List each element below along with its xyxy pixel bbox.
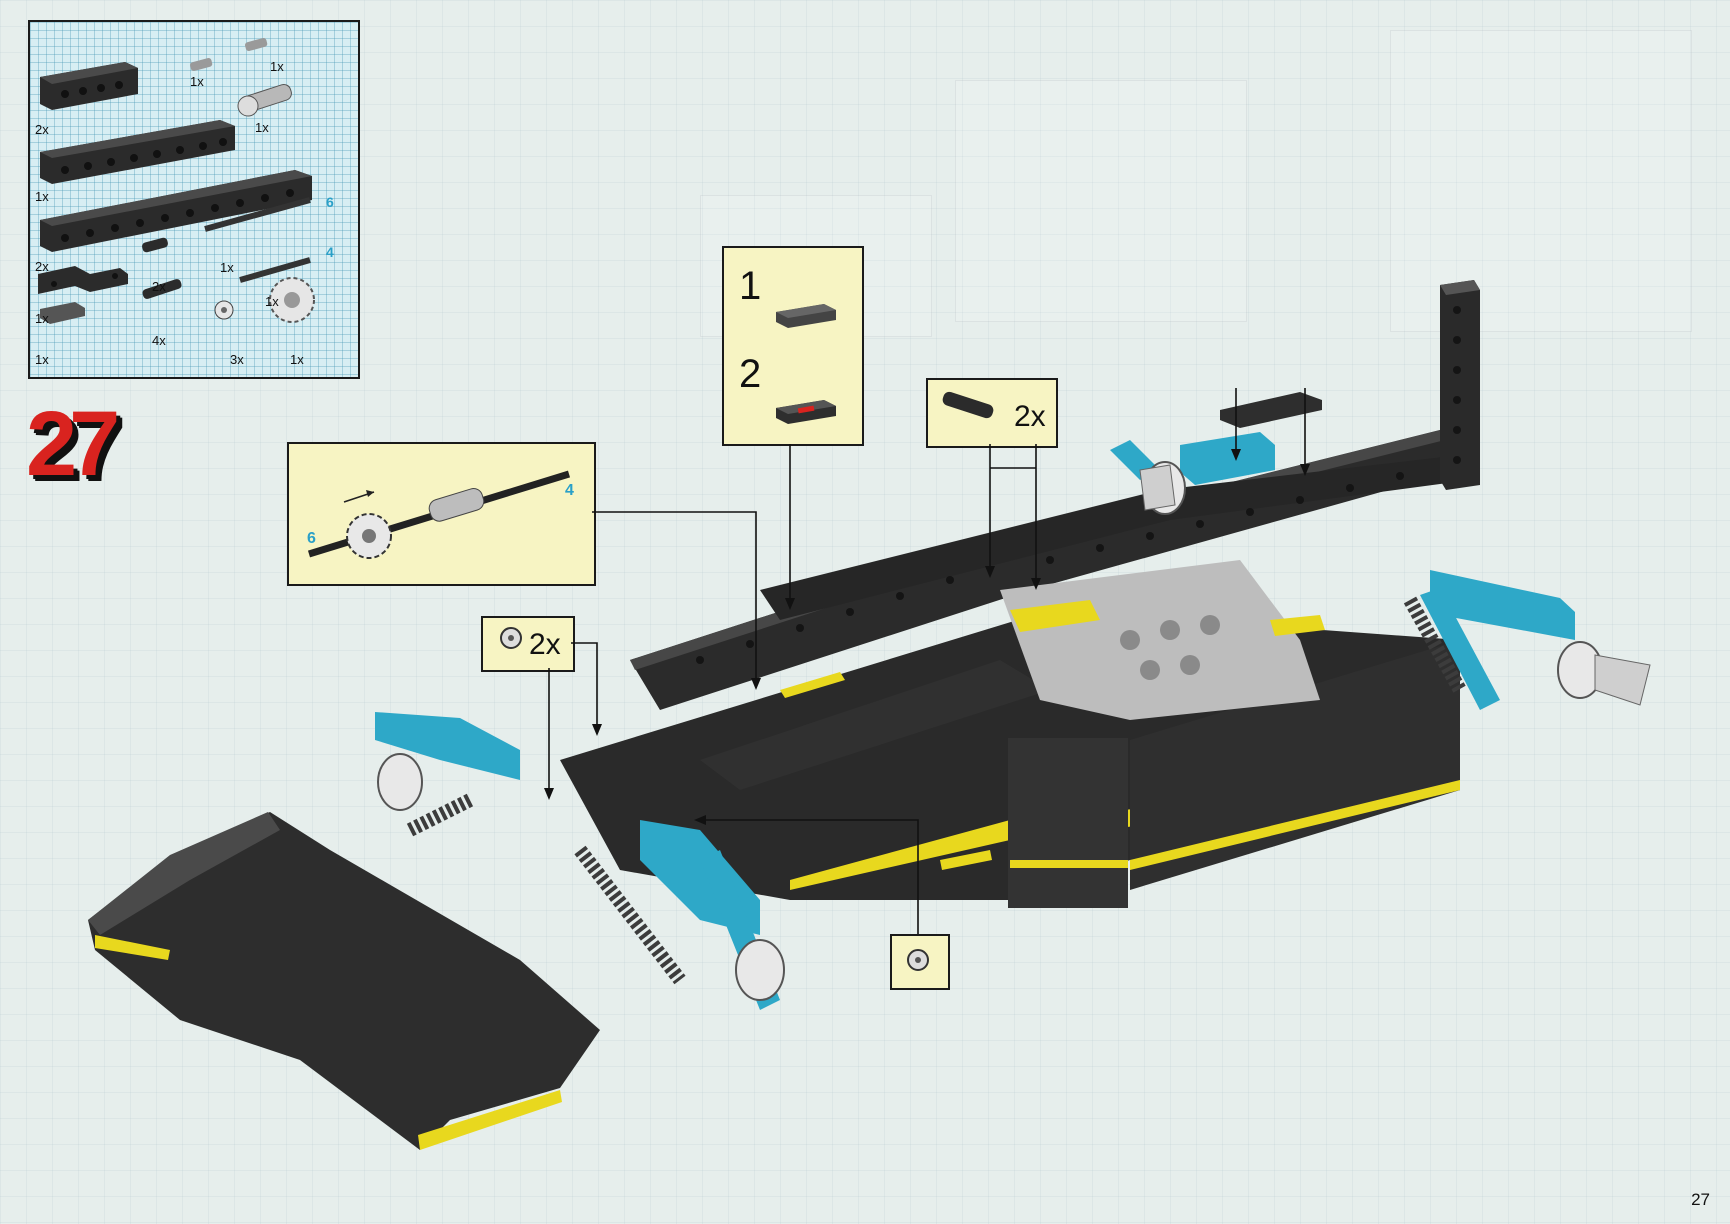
- axle-length-label: 6: [326, 194, 334, 210]
- part-qty: 1x: [270, 59, 284, 74]
- bush-illustration: [500, 627, 522, 649]
- page-number: 27: [1691, 1190, 1710, 1209]
- part-qty: 3x: [230, 352, 244, 367]
- bush-callout: [890, 934, 950, 990]
- part-qty: 1x: [290, 352, 304, 367]
- bush-illustration: [907, 949, 929, 971]
- parts-illustrations: [38, 37, 315, 324]
- axle-length-label: 4: [565, 482, 574, 499]
- top-plate: [1220, 392, 1322, 428]
- part-qty: 1x: [35, 189, 49, 204]
- parts-list-panel: 1x 1x 2x 1x 1x 2x 1x 2x 1x 1x 1x 4x 3x 1…: [28, 20, 360, 379]
- part-qty: 1x: [35, 311, 49, 326]
- liftarm-part-icon: [38, 266, 128, 294]
- bush-part-icon: [214, 300, 234, 320]
- axle-assembly-callout: 6 4: [287, 442, 596, 586]
- side-panel-stripes: [780, 672, 992, 870]
- background-ghost-panel: [1390, 30, 1692, 332]
- axle-part-icon: [204, 197, 311, 283]
- wheel-hubs: [377, 461, 1651, 1001]
- vertical-beam: [1440, 280, 1480, 490]
- beam-part-icon: [40, 120, 235, 184]
- rear-wing: [88, 812, 600, 1150]
- callout-arrowheads: [544, 449, 1310, 825]
- pin-qty-callout: 2x: [926, 378, 1058, 448]
- background-ghost-panel: [955, 80, 1247, 322]
- tile-illustrations: [776, 304, 836, 424]
- substep-number: 1: [739, 264, 762, 308]
- bush-qty-label: 2x: [529, 628, 561, 661]
- part-qty: 1x: [255, 120, 269, 135]
- part-qty: 2x: [152, 279, 166, 294]
- step-number: 27: [26, 393, 120, 495]
- upper-frame-beams: [630, 430, 1470, 790]
- tile-part-icon: [40, 302, 85, 324]
- axle-length-label: 6: [307, 530, 316, 547]
- pin-part-icon: [142, 237, 168, 253]
- universal-joint-icon: [237, 83, 292, 117]
- part-qty: 1x: [220, 260, 234, 275]
- part-qty: 1x: [35, 352, 49, 367]
- part-qty: 4x: [152, 333, 166, 348]
- beam-part-icon: [40, 170, 312, 252]
- substep-number: 2: [739, 352, 762, 396]
- part-qty: 1x: [265, 294, 279, 309]
- pin-illustration: [942, 391, 994, 419]
- pin-qty-label: 2x: [1014, 400, 1046, 433]
- pin-part-icon: [190, 37, 268, 72]
- part-qty: 2x: [35, 259, 49, 274]
- engine-block: [1000, 560, 1325, 720]
- bush-qty-callout: 2x: [481, 616, 575, 672]
- pin-part-icon: [142, 279, 182, 299]
- part-qty: 2x: [35, 122, 49, 137]
- part-qty: 1x: [190, 74, 204, 89]
- axle-length-label: 4: [326, 244, 334, 260]
- gear-part-icon: [269, 277, 315, 323]
- substep-callout: 1 2: [722, 246, 864, 446]
- beam-part-icon: [40, 62, 138, 110]
- axle-assembly-illustration: [307, 470, 571, 559]
- shock-absorbers: [406, 596, 1467, 985]
- beam-holes: [696, 306, 1461, 664]
- front-suspension: [1110, 432, 1575, 710]
- callout-pointer-lines: [548, 388, 1306, 934]
